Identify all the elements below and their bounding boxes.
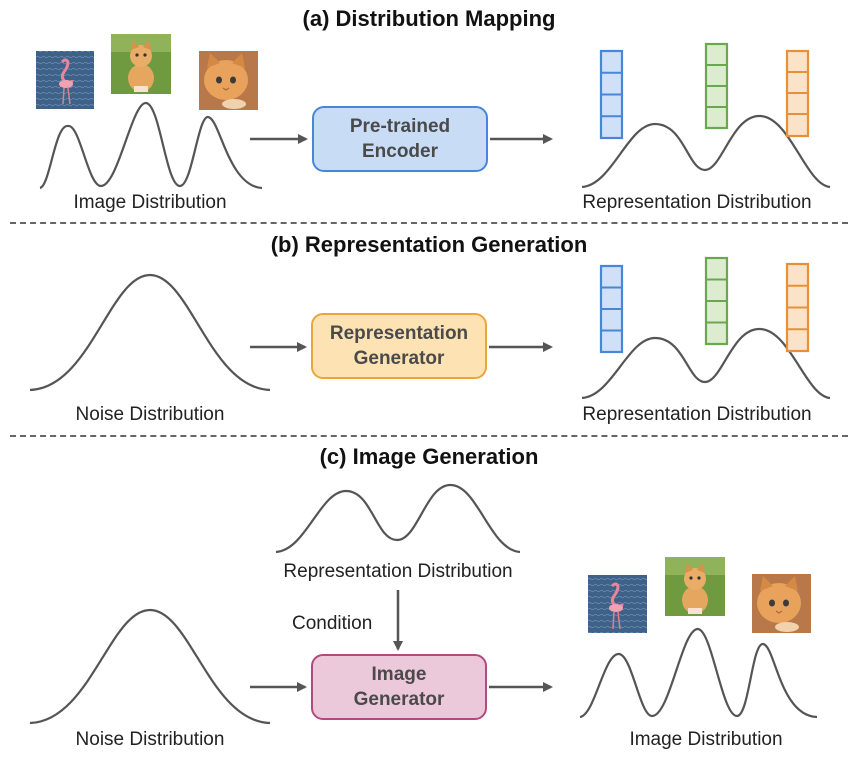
b-noise-distribution-curve xyxy=(29,273,271,392)
token-column-orange-b xyxy=(785,262,810,353)
c-noise-distribution-curve xyxy=(29,608,271,725)
kitten-closeup-thumbnail-c xyxy=(752,574,811,633)
flamingo-thumbnail-c xyxy=(588,575,647,633)
kitten-grass-thumbnail-c xyxy=(665,557,725,616)
flamingo-thumbnail xyxy=(36,51,94,109)
token-column-blue-b xyxy=(599,264,624,354)
section-a-title: (a) Distribution Mapping xyxy=(302,6,556,31)
a-left-label: Image Distribution xyxy=(73,192,227,213)
c-representation-distribution-curve xyxy=(275,483,521,554)
kitten-grass-thumbnail xyxy=(111,34,171,94)
divider-bc xyxy=(10,435,848,437)
image-generator-label: Image Generator xyxy=(353,664,445,710)
section-b-title: (b) Representation Generation xyxy=(270,232,588,257)
c-image-distribution-curve xyxy=(579,627,818,719)
divider-ab xyxy=(10,222,848,224)
a-image-distribution-curve xyxy=(39,101,263,190)
representation-generator-box: Representation Generator xyxy=(311,313,487,379)
c-left-label: Noise Distribution xyxy=(75,729,225,750)
c-condition-label: Condition xyxy=(292,613,373,634)
image-generator-box: Image Generator xyxy=(311,654,487,720)
representation-generator-label: Representation Generator xyxy=(329,323,469,369)
pretrained-encoder-box: Pre-trained Encoder xyxy=(312,106,488,172)
b-left-label: Noise Distribution xyxy=(75,404,225,425)
token-column-green-a xyxy=(704,42,729,130)
kitten-closeup-thumbnail xyxy=(199,51,258,110)
c-right-label: Image Distribution xyxy=(629,729,783,750)
a-representation-distribution-curve xyxy=(581,114,831,189)
pretrained-encoder-label: Pre-trained Encoder xyxy=(349,116,451,162)
section-c-title: (c) Image Generation xyxy=(319,444,539,469)
token-column-blue-a xyxy=(599,49,624,140)
b-right-label: Representation Distribution xyxy=(582,404,812,425)
token-column-green-b xyxy=(704,256,729,346)
token-column-orange-a xyxy=(785,49,810,138)
a-right-label: Representation Distribution xyxy=(582,192,812,213)
c-top-label: Representation Distribution xyxy=(283,561,513,582)
